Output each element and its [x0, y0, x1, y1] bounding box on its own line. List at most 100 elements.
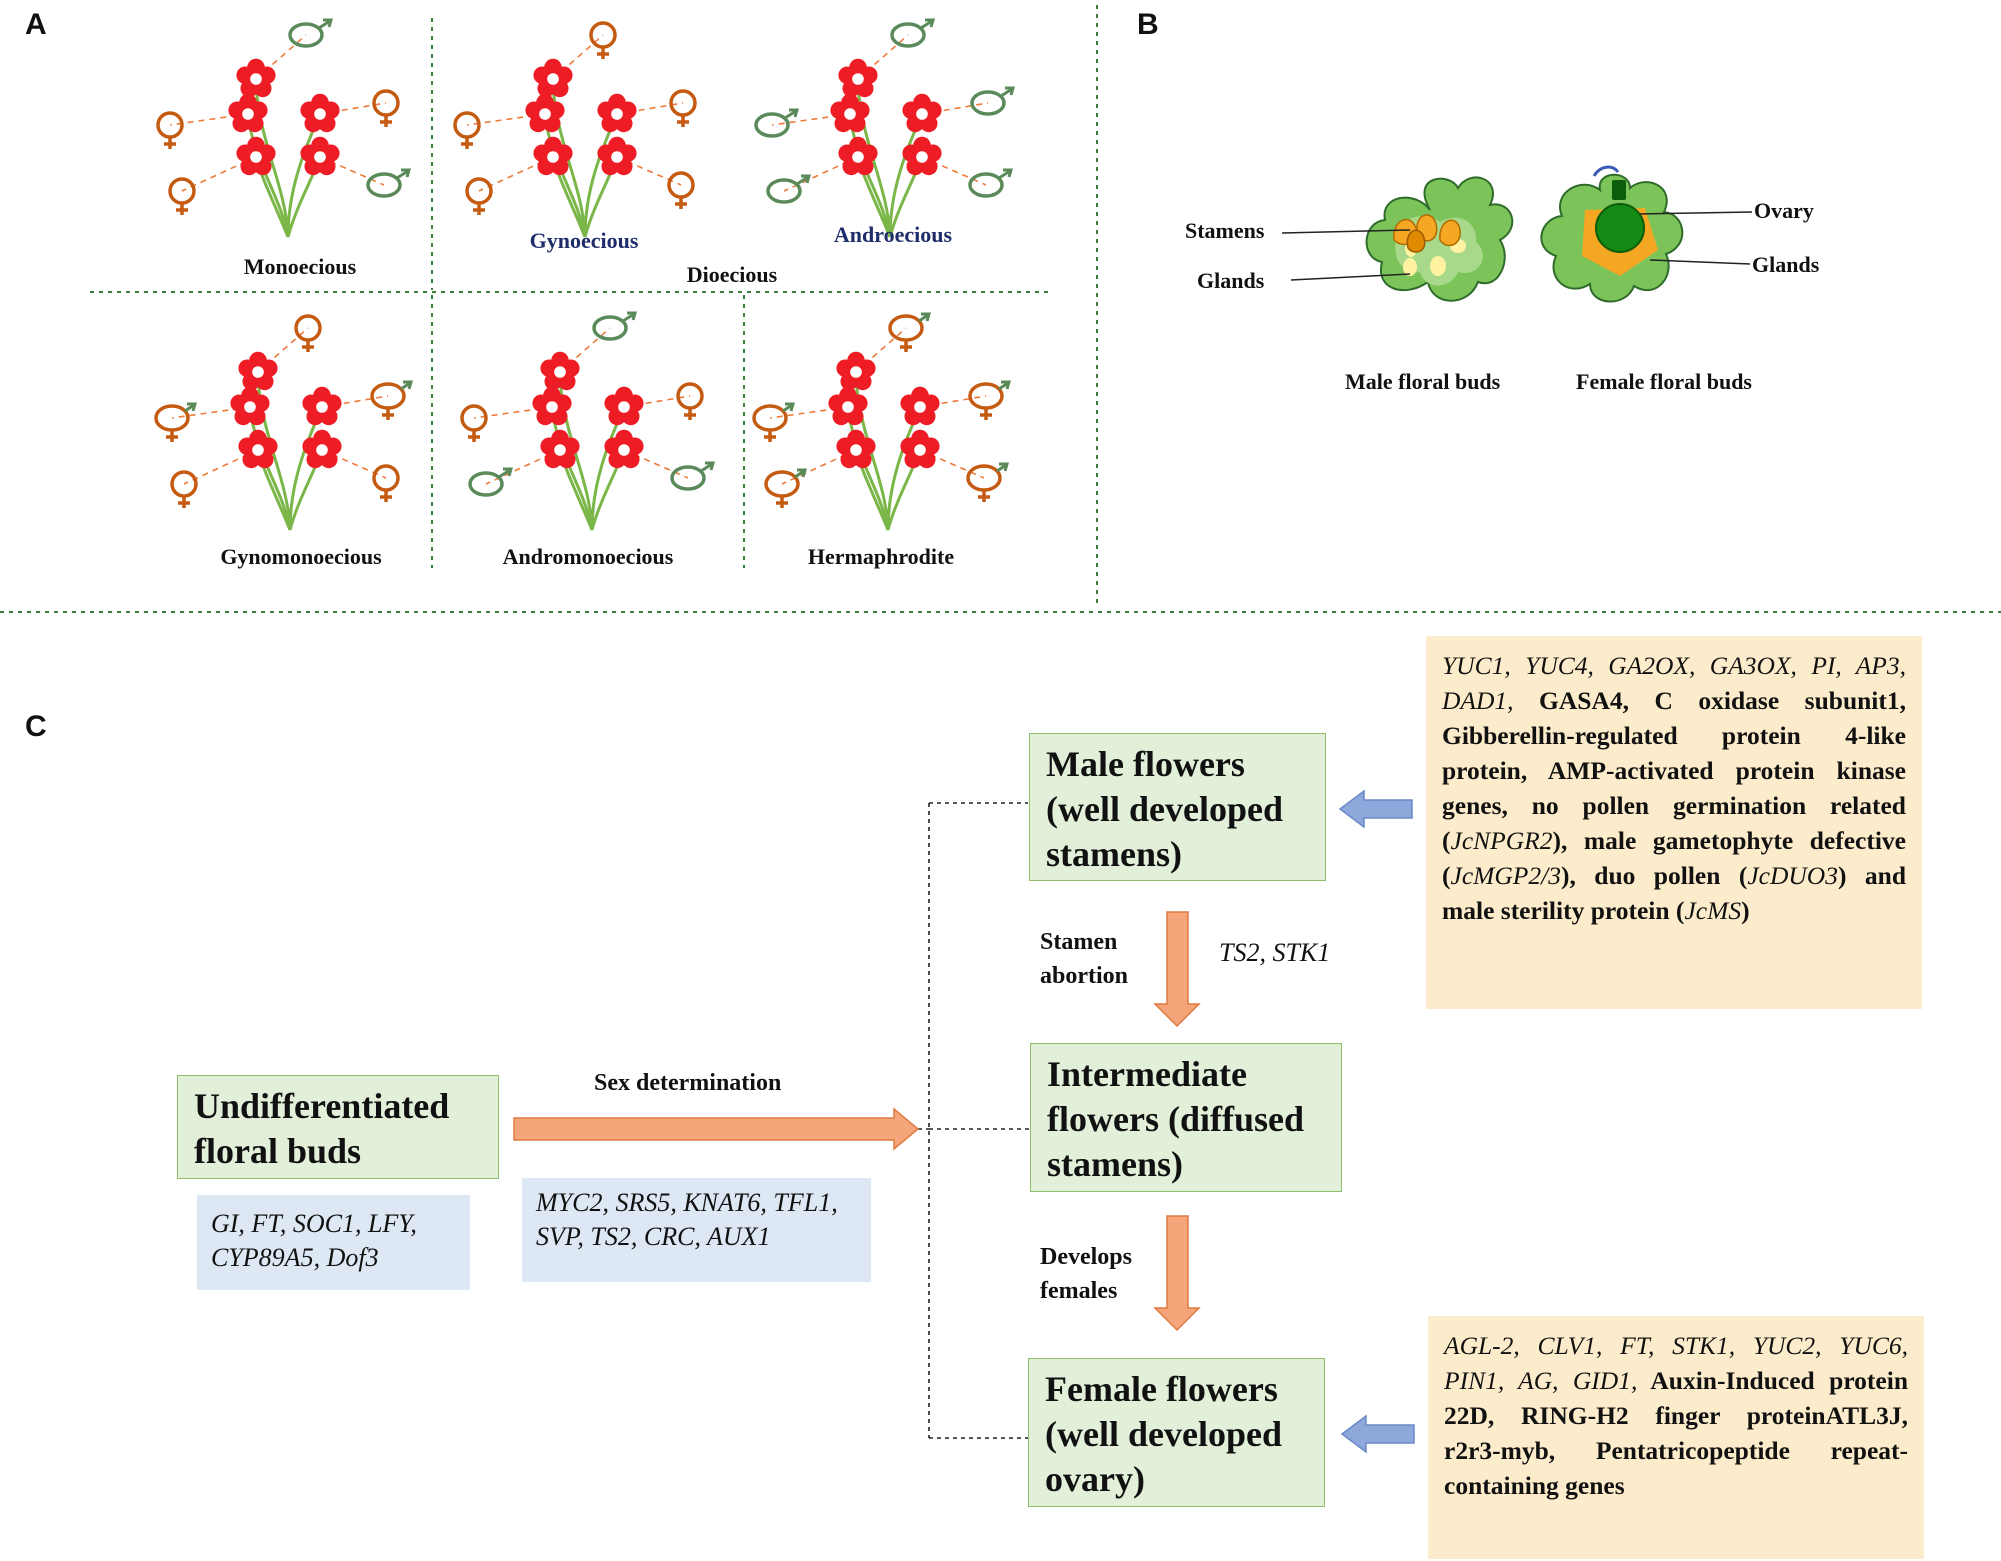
gene-jcduo3: JcDUO3	[1747, 861, 1838, 890]
bud-label-leaders	[1281, 211, 1753, 281]
label-ovary: Ovary	[1754, 198, 1814, 223]
female-symbol-icon	[170, 470, 198, 510]
sex-determination-genes-box: MYC2, SRS5, KNAT6, TFL1, SVP, TS2, CRC, …	[522, 1178, 871, 1282]
female-symbol-icon	[294, 314, 322, 354]
red-flower-icon	[236, 58, 276, 98]
panel-label-b: B	[1137, 8, 1159, 41]
female-genes-arrow	[1340, 1414, 1415, 1454]
stamen-abortion-label: Stamen abortion	[1040, 929, 1129, 989]
male-symbol-icon	[890, 18, 935, 48]
male-symbol-icon	[968, 168, 1013, 198]
stem	[543, 116, 587, 238]
male-symbol-icon	[366, 168, 411, 198]
male-symbol-icon	[670, 461, 715, 491]
male-symbol-icon	[766, 174, 811, 204]
female-symbol-icon	[676, 382, 704, 422]
female-symbol-icon	[465, 177, 493, 217]
red-flower-icon	[302, 429, 342, 469]
male-symbol-icon	[592, 311, 637, 341]
red-flower-icon	[525, 93, 565, 133]
label-andromonoecious: Andromonoecious	[502, 544, 674, 569]
stem	[248, 409, 292, 531]
male-flowers-box: Male flowers (well developed stamens)	[1029, 733, 1326, 881]
red-flower-icon	[533, 58, 573, 98]
develops-females-arrow	[1153, 1215, 1201, 1332]
red-flower-icon	[533, 136, 573, 176]
plant-1	[156, 18, 411, 238]
female-symbol-icon	[156, 111, 184, 151]
female-symbol-icon	[589, 21, 617, 61]
female-symbol-icon	[372, 89, 400, 129]
stem	[246, 116, 290, 238]
stem	[848, 116, 892, 238]
male-genes-italic: YUC1, YUC4, GA2OX, GA3OX, PI, AP3, DAD1,	[1442, 651, 1906, 715]
red-flower-icon	[228, 93, 268, 133]
female-genes-italic: AGL-2, CLV1, FT, STK1, YUC2, YUC6, PIN1,…	[1444, 1331, 1908, 1395]
red-flower-icon	[300, 136, 340, 176]
panel-label-a: A	[25, 8, 47, 41]
male-genes-box: YUC1, YUC4, GA2OX, GA3OX, PI, AP3, DAD1,…	[1426, 636, 1922, 1009]
intermediate-flowers-box: Intermediate flowers (diffused stamens)	[1030, 1043, 1342, 1192]
red-flower-icon	[300, 93, 340, 133]
red-flower-icon	[540, 429, 580, 469]
stamen-abortion-arrow	[1153, 911, 1201, 1028]
female-symbol-icon	[669, 89, 697, 129]
plant-4	[154, 314, 413, 531]
stem	[550, 409, 594, 531]
female-symbol-icon	[168, 177, 196, 217]
male-symbol-icon	[288, 18, 333, 48]
sex-determination-label: Sex determination	[594, 1070, 782, 1096]
red-flower-icon	[236, 136, 276, 176]
label-monoecious: Monoecious	[243, 254, 357, 279]
plant-2	[453, 21, 697, 238]
stem	[846, 409, 890, 531]
red-flower-icon	[302, 386, 342, 426]
male-symbol-icon	[970, 86, 1015, 116]
panel-dividers	[0, 5, 2001, 613]
flow-connectors	[918, 802, 1030, 1439]
label-androecious: Androecious	[833, 222, 953, 247]
male-genes-text-4: ) and male sterility protein (	[1442, 861, 1906, 925]
caption-male-floral-buds: Male floral buds	[1345, 369, 1501, 394]
red-flower-icon	[532, 386, 572, 426]
male-genes-text-5: )	[1741, 896, 1750, 925]
red-flower-icon	[838, 58, 878, 98]
hermaphrodite-symbol-icon	[966, 462, 1009, 504]
red-flower-icon	[597, 136, 637, 176]
undifferentiated-genes-box: GI, FT, SOC1, LFY, CYP89A5, Dof3	[197, 1195, 470, 1290]
label-dioecious: Dioecious	[686, 262, 778, 287]
hermaphrodite-symbol-icon	[764, 468, 807, 510]
red-flower-icon	[836, 429, 876, 469]
female-genes-text: Auxin-Induced protein 22D, RING-H2 finge…	[1444, 1366, 1908, 1500]
male-genes-text-3: ), duo pollen (	[1560, 861, 1748, 890]
gene-jcnpgr2: JcNPGR2	[1450, 826, 1553, 855]
red-flower-icon	[836, 351, 876, 391]
female-genes-box: AGL-2, CLV1, FT, STK1, YUC2, YUC6, PIN1,…	[1428, 1316, 1924, 1559]
red-flower-icon	[238, 351, 278, 391]
female-flowers-box: Female flowers (well developed ovary)	[1028, 1358, 1325, 1507]
panel-label-c: C	[25, 710, 47, 743]
hermaphrodite-symbol-icon	[968, 380, 1011, 422]
male-genes-arrow	[1338, 789, 1413, 829]
label-glands-female: Glands	[1752, 252, 1820, 277]
label-gynoecious: Gynoecious	[529, 228, 639, 253]
red-flower-icon	[604, 386, 644, 426]
gene-jcmgp: JcMGP2/3	[1450, 861, 1561, 890]
red-flower-icon	[902, 93, 942, 133]
male-genes-text: GASA4, C oxidase subunit1, Gibberellin-r…	[1442, 686, 1907, 855]
red-flower-icon	[900, 386, 940, 426]
hermaphrodite-symbol-icon	[154, 402, 197, 444]
red-flower-icon	[540, 351, 580, 391]
red-flower-icon	[830, 93, 870, 133]
label-gynomonoecious: Gynomonoecious	[220, 544, 382, 569]
gene-jcms: JcMS	[1684, 896, 1742, 925]
caption-female-floral-buds: Female floral buds	[1576, 369, 1752, 394]
plant-3	[754, 18, 1015, 238]
develops-females-label: Develops females	[1040, 1244, 1132, 1304]
label-hermaphrodite: Hermaphrodite	[807, 544, 955, 569]
red-flower-icon	[238, 429, 278, 469]
label-stamens: Stamens	[1185, 218, 1265, 243]
label-glands-male: Glands	[1197, 268, 1265, 293]
